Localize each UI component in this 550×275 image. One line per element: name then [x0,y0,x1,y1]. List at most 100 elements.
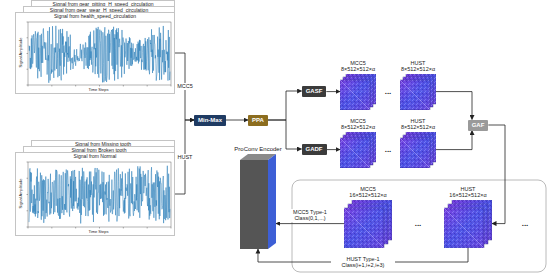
axis-tick [51,227,52,229]
signal-wave [29,166,170,224]
axis-label: Signal Amplitude [18,31,23,75]
axis-tick [27,178,29,179]
label-holder: ... [385,146,392,154]
axis-tick [27,53,29,54]
plot-title: Signal from health_speed_circulation [16,14,174,19]
waveform-plot [16,13,175,94]
axis-tick [147,227,148,229]
axis-tick [99,85,100,87]
axis-tick [27,22,29,23]
plot-axes [28,162,171,227]
axis-tick [123,85,124,87]
edge-label: HUST Type-1 Class(i+1,i+2,i+3) [331,256,395,269]
gaf-image [344,208,384,248]
encoder-art [240,154,276,249]
image-stack-art [344,200,392,248]
axis-label: Signal Amplitude [18,172,23,216]
axis-tick [27,194,29,195]
edge-label: MCC5 Type-1 Class(0,1,...) [278,209,342,222]
label-holder: HUST [177,154,194,160]
axis-tick [171,227,172,229]
gaf-image [400,80,430,110]
connector-arrow [326,91,340,92]
gaf-image [444,208,484,248]
tensor-dimension: 8×512×512×α [400,124,436,130]
tensor-dimension: 8×512×512×α [340,124,376,130]
image-stack: HUST8×512×512×α [400,118,436,168]
connector-arrow [268,91,302,120]
image-stack-art [340,132,376,168]
axis-tick [75,85,76,87]
group-frame [292,180,546,272]
signal-plot: Signal from health_speed_circulationSign… [15,12,175,94]
encoder-label: ProConv Encoder [234,146,281,153]
image-stack: HUST16×512×512×α [444,186,492,248]
label-holder: HUST Type-1 Class(i+1,i+2,i+3) [331,256,395,269]
gaf-image [340,138,370,168]
image-stack-art [400,74,436,110]
image-stack: HUST8×512×512×α [400,60,436,110]
axis-tick [27,210,29,211]
label-holder: ... [385,88,392,96]
signal-plot: Signal from NormalSignal AmplitudeTime S… [15,152,175,236]
connector-arrow [268,120,302,149]
dataset-name: MCC5 [340,118,376,124]
dataset-name: MCC5 [344,186,392,192]
label-holder: ... [415,220,422,228]
axis-label: Time Steps [20,87,176,92]
connector-arrow [436,131,472,150]
dataset-name: HUST [400,118,436,124]
axis-tick [147,85,148,87]
box-label: PPA [252,117,264,124]
connector-arrow [327,149,341,150]
axis-tick [123,227,124,229]
axis-tick [51,85,52,87]
dataset-name: MCC5 [340,60,376,66]
axis-tick [27,69,29,70]
process-box: Min-Max [194,115,226,126]
image-stack: MCC58×512×512×α [340,118,376,168]
axis-tick [27,227,29,228]
ellipsis: ... [385,146,392,154]
connector-arrow [175,53,194,120]
axis-tick [28,227,29,229]
axis-tick [28,85,29,87]
axis-tick [99,227,100,229]
signal-wave [29,26,170,83]
plot-title: Signal from Normal [16,154,174,159]
plot-axes [28,22,171,85]
axis-tick [27,85,29,86]
image-stack-art [444,200,492,248]
process-box: GADF [302,144,327,155]
image-stack-art [340,74,376,110]
ellipsis: ... [415,220,422,228]
ellipsis: ... [522,220,529,228]
axis-tick [171,85,172,87]
encoder-block: ProConv Encoder [234,146,281,249]
box-label: GAF [472,122,485,129]
label-holder: ... [522,220,529,228]
box-label: GADF [306,146,323,153]
image-stack: MCC58×512×512×α [340,60,376,110]
connector-arrow [436,92,472,120]
ellipsis: ... [385,88,392,96]
connector-arrow [276,223,344,224]
edge-label: MCC5 [176,83,194,89]
process-box: PPA [248,115,268,126]
dataset-name: HUST [444,186,492,192]
image-stack: MCC516×512×512×α [344,186,392,248]
axis-tick [27,37,29,38]
process-box: GAF [468,120,489,131]
tensor-dimension: 16×512×512×α [344,192,392,198]
label-holder: MCC5 Type-1 Class(0,1,...) [278,209,342,222]
axis-label: Time Steps [20,229,176,234]
axis-tick [75,227,76,229]
dataset-name: HUST [400,60,436,66]
waveform-plot [16,153,175,236]
gaf-image [400,138,430,168]
edge-label: HUST [177,154,194,160]
image-stack-art [400,132,436,168]
label-holder: MCC5 [176,83,194,89]
